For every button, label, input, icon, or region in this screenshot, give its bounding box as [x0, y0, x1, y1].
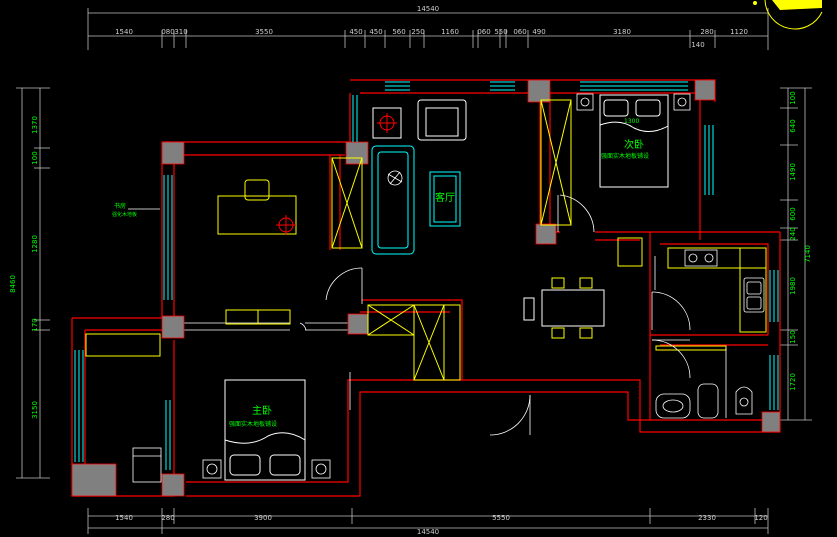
master-bedroom-bed — [224, 379, 306, 481]
cabinets — [85, 99, 767, 381]
label-second-bedroom-note: 强面实木地板铺设 — [601, 152, 649, 160]
nightstand-icon — [576, 93, 691, 111]
dim-right-seg: 240 — [789, 227, 797, 240]
columns — [71, 79, 781, 497]
dim-bottom-seg: 5550 — [492, 514, 510, 522]
master-nightstand-icon — [202, 459, 331, 479]
dim-left-seg: 1280 — [31, 235, 39, 253]
dim-top-seg: 250 — [411, 28, 424, 36]
dim-top-seg: 1160 — [441, 28, 459, 36]
room-labels: 书房 强化木地板 客厅 1300 次卧 强面实木地板铺设 主卧 强面实木地板铺设 — [112, 118, 649, 428]
dim-bottom-seg: 120 — [754, 514, 767, 522]
windows — [74, 81, 779, 470]
label-living-room: 客厅 — [435, 191, 455, 204]
dim-top-seg: 3550 — [255, 28, 273, 36]
dim-top-seg: 060 — [477, 28, 490, 36]
dim-right-total: 7140 — [804, 245, 812, 263]
label-master-bedroom-note: 强面实木地板铺设 — [229, 420, 277, 428]
dim-top-seg: 450 — [349, 28, 362, 36]
living-armchair — [372, 99, 467, 141]
dimension-labels-left: 8460 1370 100 1280 170 3150 — [9, 116, 39, 419]
dim-right-seg: 1720 — [789, 373, 797, 391]
dim-bottom-seg: 280 — [161, 514, 174, 522]
dim-top-seg: 080 — [161, 28, 174, 36]
dim-left-total: 8460 — [9, 275, 17, 293]
kitchen-sink — [743, 277, 765, 313]
kitchen-stove — [684, 249, 718, 267]
dim-top-total: 14540 — [417, 5, 439, 13]
dim-top-seg: 560 — [392, 28, 405, 36]
dim-top-seg: 1540 — [115, 28, 133, 36]
study-desk — [217, 179, 297, 235]
dim-left-seg: 1370 — [31, 116, 39, 134]
north-symbol — [753, 0, 823, 30]
label-second-bedroom-code: 1300 — [624, 118, 639, 125]
dim-bottom-seg: 1540 — [115, 514, 133, 522]
dim-top-seg: 490 — [532, 28, 545, 36]
dimension-lines — [16, 8, 812, 534]
dimension-labels-bottom: 1540 280 3900 5550 2330 120 14540 — [115, 514, 768, 536]
living-sofa — [371, 145, 461, 255]
dim-bottom-seg: 3900 — [254, 514, 272, 522]
tv-stand — [132, 447, 162, 483]
dim-right-seg: 100 — [789, 91, 797, 104]
doors — [299, 194, 691, 436]
study-lamp-icon — [276, 215, 296, 235]
dim-right-seg: 1980 — [789, 277, 797, 295]
dim-top-seg: 1120 — [730, 28, 748, 36]
dim-top-seg: 140 — [691, 41, 704, 49]
dining-table — [523, 277, 605, 339]
label-study-1: 书房 — [114, 202, 126, 210]
dim-right-seg: 640 — [789, 119, 797, 132]
dim-top-seg: 450 — [369, 28, 382, 36]
wall-dividers — [174, 322, 350, 331]
dim-right-seg: 150 — [789, 330, 797, 343]
bathroom-fixtures — [655, 348, 753, 419]
dim-bottom-seg: 2330 — [698, 514, 716, 522]
dim-top-seg: 280 — [700, 28, 713, 36]
dim-right-seg: 600 — [789, 207, 797, 220]
dim-left-seg: 100 — [31, 151, 39, 164]
dimension-labels-top: 14540 1540 080 310 3550 450 450 560 250 … — [115, 5, 748, 49]
dim-left-seg: 170 — [31, 318, 39, 331]
dim-right-seg: 1490 — [789, 163, 797, 181]
label-master-bedroom: 主卧 — [252, 404, 272, 417]
dim-top-seg: 310 — [174, 28, 187, 36]
side-table — [617, 237, 643, 267]
second-bedroom-bed — [599, 94, 669, 188]
plant-icon — [387, 170, 403, 186]
dim-top-seg: 550 — [494, 28, 507, 36]
dim-top-seg: 060 — [513, 28, 526, 36]
dim-bottom-total: 14540 — [417, 528, 439, 536]
floor-lamp-icon — [377, 113, 397, 133]
label-study-2: 强化木地板 — [112, 211, 137, 218]
dim-left-seg: 3150 — [31, 401, 39, 419]
dimension-labels-right: 7140 100 640 1490 600 240 1980 150 1720 — [789, 91, 812, 391]
label-second-bedroom: 次卧 — [624, 138, 644, 151]
dim-top-seg: 3180 — [613, 28, 631, 36]
